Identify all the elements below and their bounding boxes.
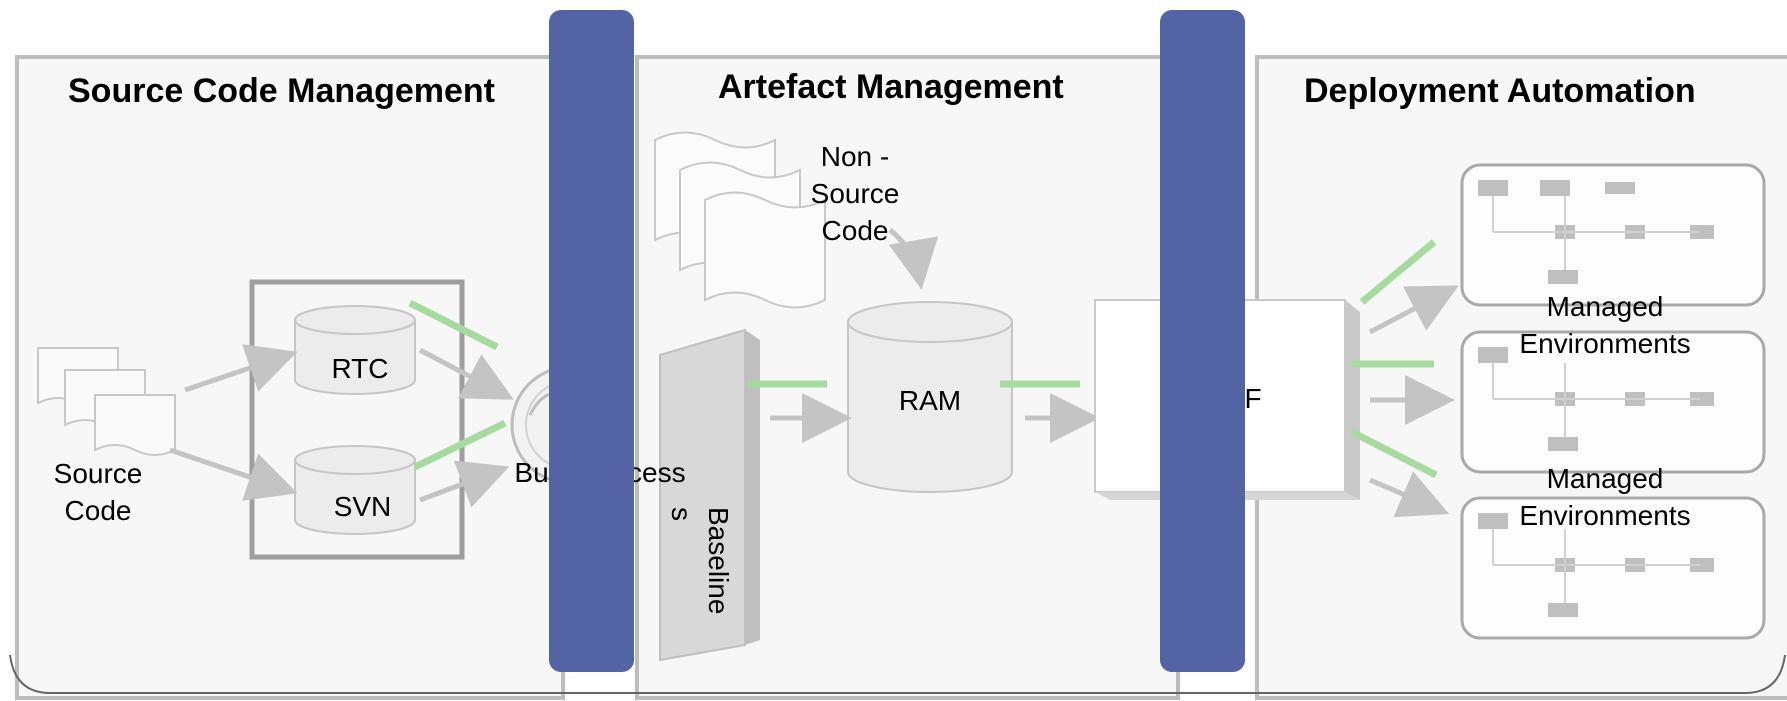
source-code-label: Source Code [53,458,143,526]
artefact-title: Artefact Management [718,68,1064,106]
source-code-documents-icon [37,347,176,456]
non-source-code-label: Non - Source Code [810,141,900,246]
svn-label: SVN [333,491,392,522]
non-source-documents-icon [654,131,826,309]
environment-box-3 [1460,496,1766,640]
repository-box [249,279,465,560]
scm-title: Source Code Management [68,72,495,110]
svn-cylinder-icon [294,445,416,535]
deploy-title: Deployment Automation [1304,72,1696,110]
baselines-block-icon [659,328,760,662]
rtc-label: RTC [331,353,389,384]
deploy-box-label: F [1244,383,1262,414]
divider-bar-left [549,10,634,672]
connector-lines [408,239,1438,479]
ram-cylinder-icon [847,301,1013,493]
rtc-cylinder-icon [294,305,416,395]
managed-environments-label-1: Managed Environments [1519,291,1691,359]
ram-label: RAM [898,385,962,416]
divider-bar-right [1160,10,1245,672]
environment-box-2 [1460,330,1766,474]
managed-environments-label-2: Managed Environments [1519,463,1691,531]
baselines-label: Baseline s [666,507,734,615]
bottom-brace [9,654,1786,694]
environment-box-1 [1460,163,1766,307]
